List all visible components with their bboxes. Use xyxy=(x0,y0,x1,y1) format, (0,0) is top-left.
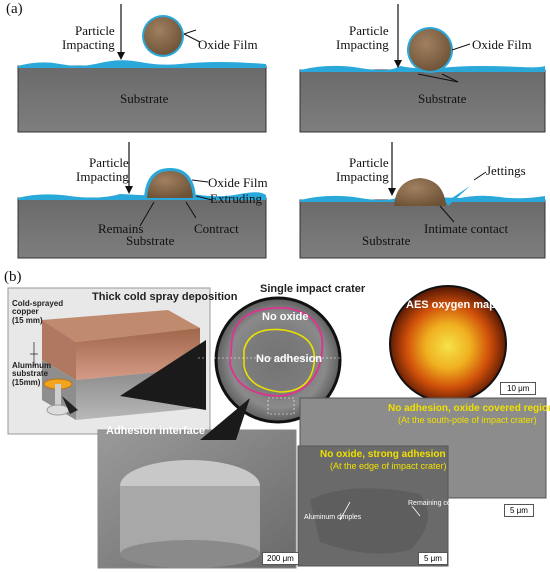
step4-impact-label: Particle Impacting xyxy=(336,155,389,184)
scale-5um-b: 5 μm xyxy=(418,552,448,565)
step1-impact-label: Particle Impacting xyxy=(62,23,115,52)
deposition-title: Thick cold spray deposition xyxy=(92,291,238,303)
step2-impact-label: Particle Impacting xyxy=(336,23,389,52)
step4-substrate-block xyxy=(299,199,546,259)
step3-remains-label: Remains xyxy=(98,221,144,236)
no-adhesion-contour xyxy=(243,328,316,393)
step2-substrate-block xyxy=(299,69,546,133)
remaining-copper-label: Remaining copper xyxy=(408,500,465,507)
step3-oxide-label: Oxide Film xyxy=(208,175,268,190)
step3-diagram xyxy=(17,142,267,259)
no-adhesion-label: No adhesion xyxy=(256,353,323,365)
step3-substrate-label: Substrate xyxy=(126,233,175,248)
aluminum-label: Aluminum substrate (15mm) xyxy=(12,361,52,387)
aluminum-dimples-label: Aluminum dimples xyxy=(304,514,362,521)
crater-title: Single impact crater xyxy=(260,283,366,295)
no-adhesion-oxide-label: No adhesion, oxide covered region xyxy=(388,403,550,414)
south-pole-label: (At the south-pole of impact crater) xyxy=(398,415,537,425)
step3-particle xyxy=(147,171,193,198)
scale-200um: 200 μm xyxy=(262,552,299,565)
step1-substrate-label: Substrate xyxy=(120,91,169,106)
step2-particle xyxy=(409,29,451,71)
scale-10um: 10 μm xyxy=(500,382,537,395)
edge-crater-label: (At the edge of impact crater) xyxy=(330,461,447,471)
step3-contract-label: Contract xyxy=(194,221,239,236)
aes-title: AES oxygen map xyxy=(406,299,496,311)
panel-b-figure xyxy=(7,285,547,569)
step4-particle xyxy=(394,178,446,206)
step4-jetting xyxy=(446,186,470,206)
step4-intimate-label: Intimate contact xyxy=(424,221,509,236)
zoom-wedge xyxy=(120,340,206,410)
scale-5um-a: 5 μm xyxy=(504,504,534,517)
copper-top xyxy=(42,310,200,342)
step1-substrate-block xyxy=(17,65,267,133)
step4-substrate-label: Substrate xyxy=(362,233,411,248)
step1-oxide-label: Oxide Film xyxy=(198,37,258,52)
step1-oxide-layer xyxy=(18,60,266,68)
copper-label: Cold-sprayed copper (15 mm) xyxy=(12,299,64,325)
step4-diagram xyxy=(299,142,546,259)
panel-a-diagram xyxy=(17,4,546,259)
step4-jettings-label: Jettings xyxy=(486,163,526,178)
step3-substrate-block xyxy=(17,197,267,259)
no-oxide-label: No oxide xyxy=(262,311,309,323)
adhesion-interface-title: Adhesion interface xyxy=(106,425,206,437)
step1-diagram xyxy=(17,4,267,133)
panel-b-tag: (b) xyxy=(4,269,22,285)
step2-diagram xyxy=(299,4,546,133)
step3-impact-label: Particle Impacting xyxy=(76,155,129,184)
step2-substrate-label: Substrate xyxy=(418,91,467,106)
step2-oxide-label: Oxide Film xyxy=(472,37,532,52)
no-oxide-contour xyxy=(229,307,324,397)
step1-particle xyxy=(144,17,182,55)
no-oxide-strong-label: No oxide, strong adhesion xyxy=(320,449,446,460)
step3-extruding-label: Extruding xyxy=(210,191,262,206)
panel-a-tag: (a) xyxy=(6,1,23,17)
